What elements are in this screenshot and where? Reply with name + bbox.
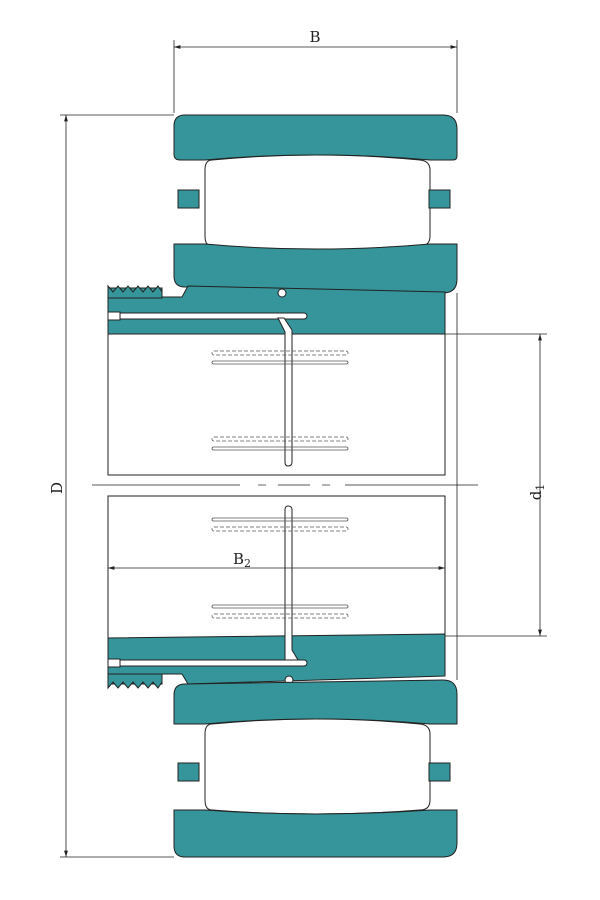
top-inner-ring — [173, 243, 458, 294]
top-roller — [204, 154, 431, 251]
bottom-cage-right — [428, 762, 451, 782]
svg-text:d1: d1 — [527, 484, 547, 501]
top-thread — [107, 284, 163, 299]
bottom-oil-channel — [284, 505, 299, 661]
top-bore — [107, 333, 446, 476]
bottom-outer-ring — [173, 809, 458, 858]
bottom-cage-left — [177, 762, 200, 782]
top-oil-hole — [277, 288, 287, 298]
dimension-lines — [60, 40, 547, 858]
label-d1: d1 — [527, 484, 547, 501]
label-D: D — [48, 482, 66, 494]
top-cage-right — [428, 189, 451, 209]
bottom-bore — [107, 495, 446, 639]
top-cage-left — [177, 189, 200, 209]
bottom-thread — [107, 673, 163, 690]
top-bearing — [107, 114, 458, 476]
bottom-roller — [204, 718, 431, 815]
bottom-inner-ring — [173, 679, 458, 725]
bottom-oil-groove — [111, 659, 308, 667]
label-B: B — [309, 28, 320, 46]
label-B2: B2 — [233, 550, 251, 570]
top-outer-ring — [173, 114, 458, 161]
bottom-bearing — [107, 495, 458, 858]
